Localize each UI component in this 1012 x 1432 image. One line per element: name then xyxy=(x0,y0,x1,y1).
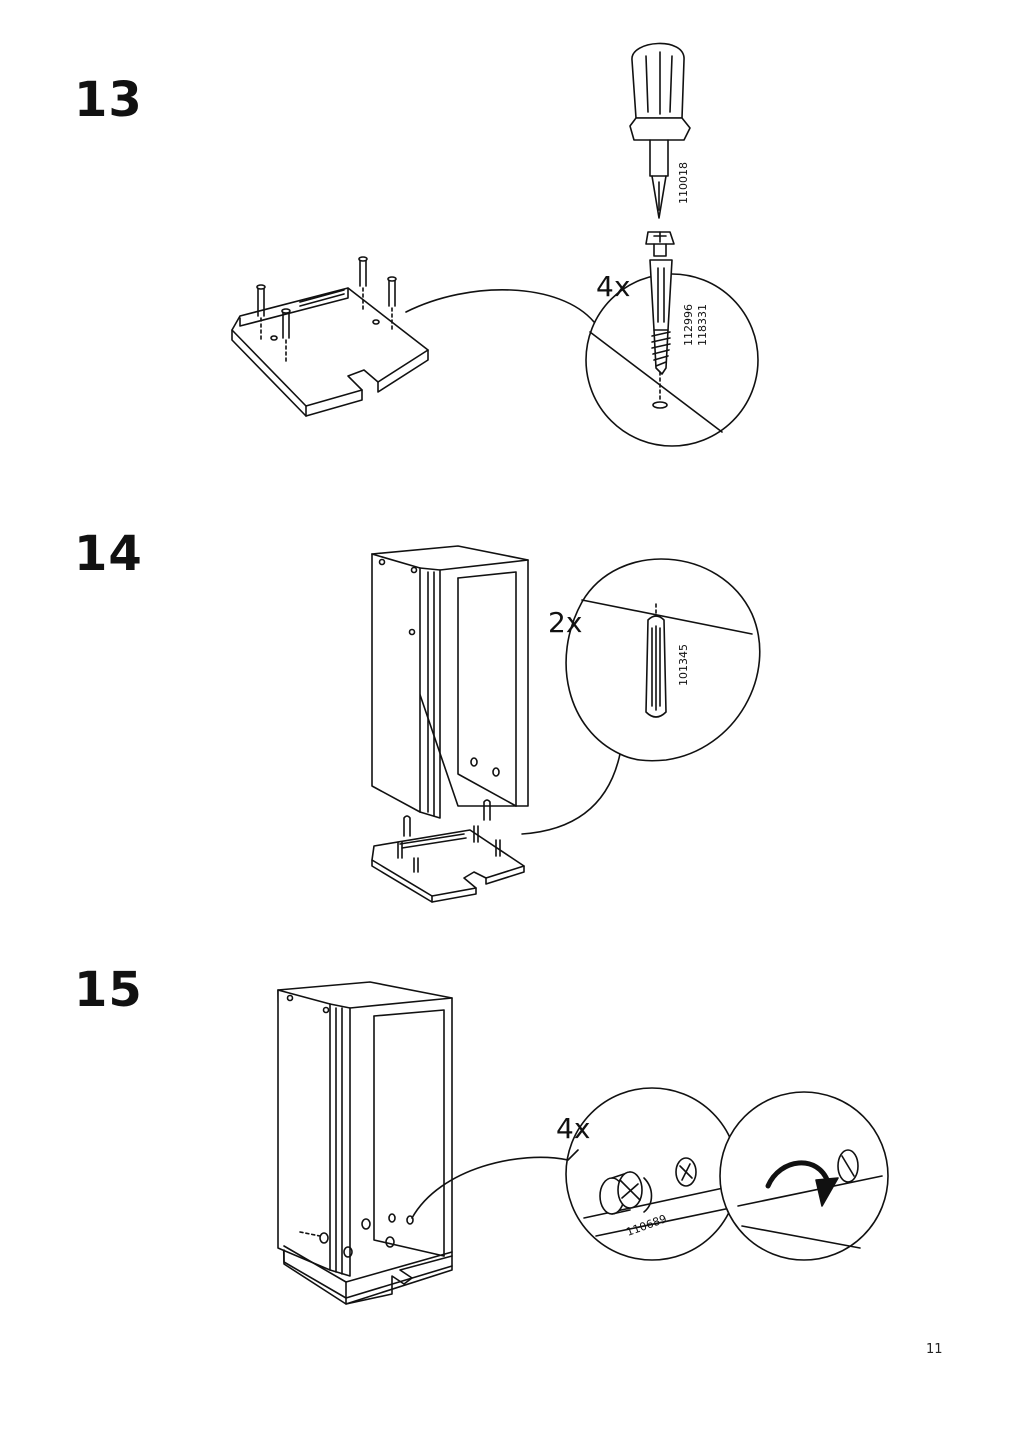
step-13-illustration: 4x 110018 112996 118331 xyxy=(231,42,759,447)
step-13-number: 13 xyxy=(74,72,143,128)
callout-arrow xyxy=(411,1156,569,1219)
dowel-detail-icon xyxy=(645,615,667,718)
step-13-part-118331: 118331 xyxy=(696,304,709,346)
cam-lock-icon xyxy=(599,1171,653,1215)
cabinet-body-icon xyxy=(277,981,453,1305)
callout-arrow xyxy=(405,289,595,323)
step-15-illustration: 4x 110689 xyxy=(277,981,889,1305)
rotate-arrow-icon xyxy=(765,1160,831,1189)
step-13-part-110018: 110018 xyxy=(677,162,690,204)
base-plate-icon xyxy=(231,287,429,417)
dowel-icon xyxy=(403,815,411,837)
cam-stud-detail-icon xyxy=(645,231,675,375)
step-13-part-112996: 112996 xyxy=(682,304,695,346)
page-number: 11 xyxy=(926,1342,943,1357)
cam-stud-icon xyxy=(387,276,397,331)
step-14-part-101345: 101345 xyxy=(677,644,690,686)
cam-stud-icon xyxy=(256,284,266,341)
step-13-quantity: 4x xyxy=(596,270,630,303)
step-14-illustration: 2x 101345 xyxy=(371,545,761,903)
cam-stud-icon xyxy=(358,256,368,311)
callout-arrow xyxy=(521,753,621,835)
step-14-quantity: 2x xyxy=(548,606,582,639)
detail-circle xyxy=(719,1091,889,1261)
cam-stud-icon xyxy=(281,308,291,363)
detail-circle xyxy=(565,1087,739,1261)
base-plate-icon xyxy=(371,825,525,903)
step-15-quantity: 4x xyxy=(556,1112,590,1145)
step-14-number: 14 xyxy=(74,526,143,582)
dowel-icon xyxy=(483,799,491,821)
cabinet-body-icon xyxy=(371,545,529,819)
screwdriver-icon xyxy=(629,42,691,219)
step-15-number: 15 xyxy=(74,962,143,1018)
